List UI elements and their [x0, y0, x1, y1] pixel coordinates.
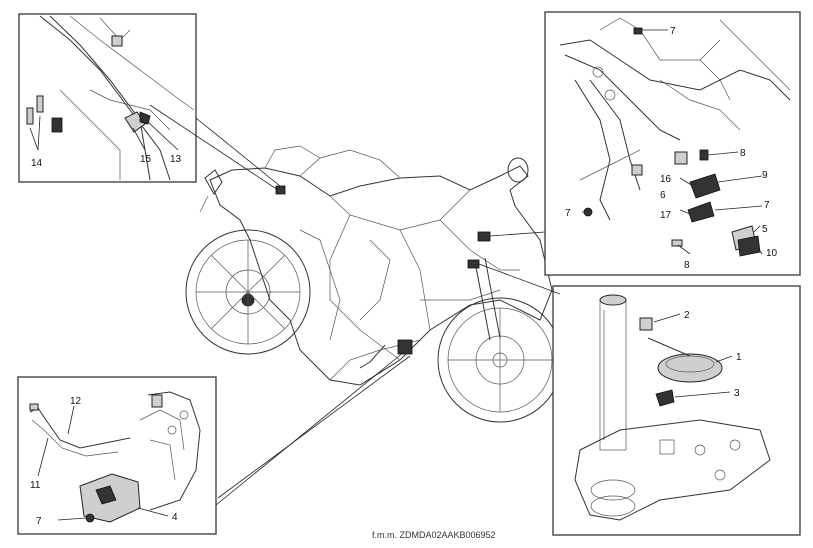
callout-8b: 8: [684, 260, 690, 271]
callout-7b: 7: [565, 208, 571, 219]
front-wheel: [437, 297, 563, 423]
figure-code: f.m.m. ZDMDA02AAKB006952: [372, 530, 496, 540]
rear-wheel: [185, 229, 311, 355]
connector-pin-right: [36, 95, 44, 113]
sensor-6: [689, 173, 721, 199]
callout-1: 1: [736, 352, 742, 363]
callout-5: 5: [762, 224, 768, 235]
callout-8a: 8: [740, 148, 746, 159]
callout-13: 13: [170, 154, 182, 165]
connector-block: [51, 117, 63, 133]
callout-6: 6: [660, 190, 666, 201]
detail-panel-top-right: 7 8 16 6 9 17 7 7 5 10 8: [544, 11, 801, 276]
callout-10: 10: [766, 248, 778, 259]
callout-14: 14: [31, 158, 43, 169]
callout-15: 15: [140, 154, 152, 165]
detail-panel-top-left: 14 15 13: [18, 13, 197, 183]
callout-9: 9: [762, 170, 768, 181]
callout-12: 12: [70, 396, 82, 407]
bolt-2: [639, 317, 653, 331]
detail-panel-bottom-right: 2 1 3: [552, 285, 801, 536]
horn: [657, 353, 723, 383]
callout-11: 11: [30, 480, 41, 491]
callout-3: 3: [734, 388, 740, 399]
callout-7c: 7: [764, 200, 770, 211]
bracket-3: [655, 389, 675, 407]
callout-7a: 7: [670, 26, 676, 37]
callout-16: 16: [660, 174, 672, 185]
panel-connector-lines: [149, 104, 561, 506]
callout-4: 4: [172, 512, 178, 523]
callout-2: 2: [684, 310, 690, 321]
sensor-17: [687, 201, 715, 223]
module-10: [737, 235, 761, 257]
detail-panel-bottom-left: 12 11 7 4: [17, 376, 217, 535]
callout-17: 17: [660, 210, 672, 221]
callout-7d: 7: [36, 516, 42, 527]
sensor-13: [139, 111, 151, 125]
connector-pin-left: [26, 107, 34, 125]
motorcycle-illustration: [185, 145, 563, 423]
